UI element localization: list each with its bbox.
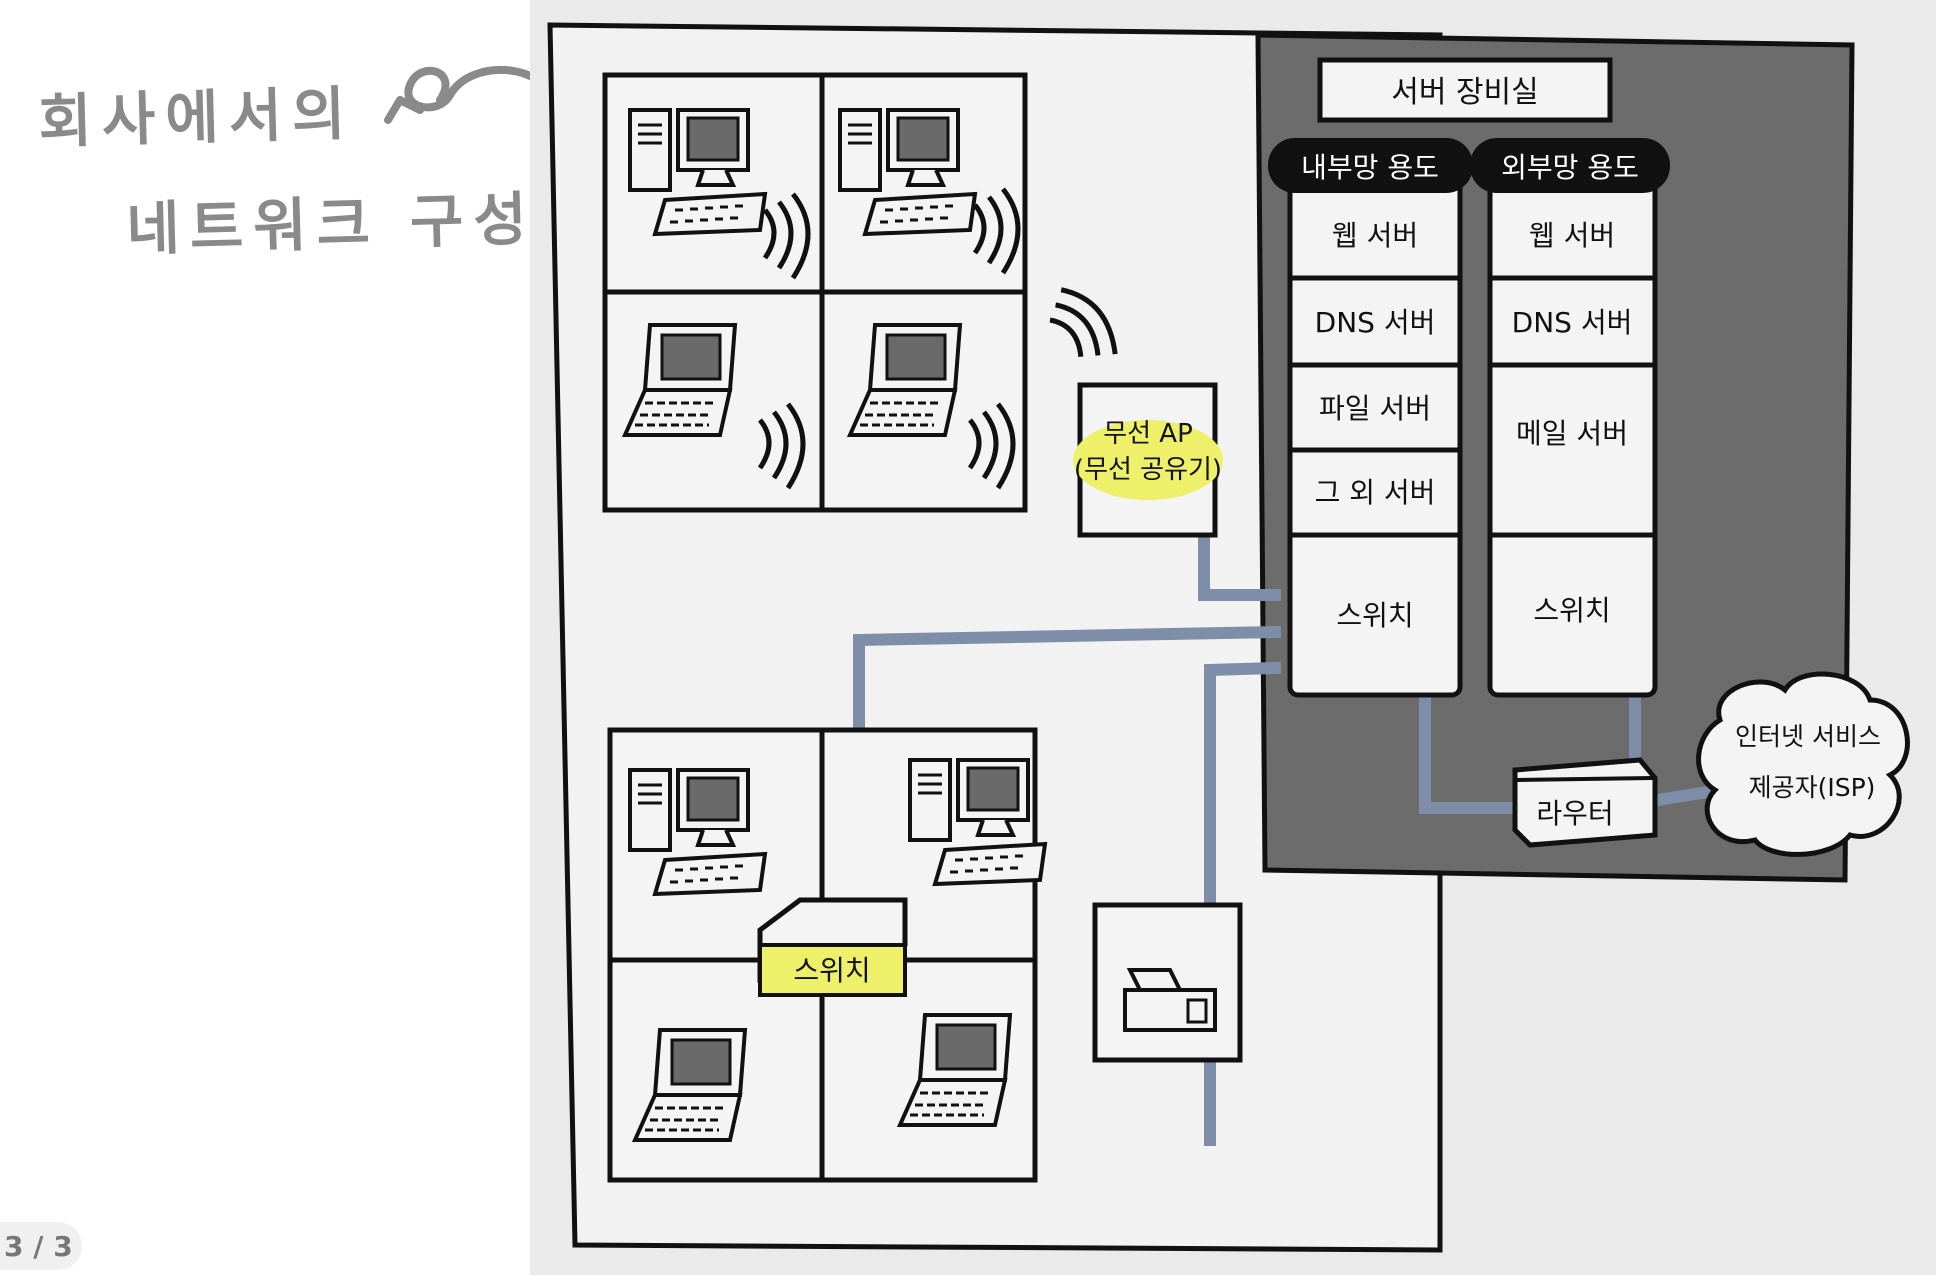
wireless-ap-sublabel: (무선 공유기) <box>1074 455 1222 485</box>
external-item: DNS 서버 <box>1512 306 1633 339</box>
internal-header-pill <box>1268 138 1473 193</box>
page-counter: 3 / 3 <box>0 1222 82 1270</box>
note-line-1: 회사에서의 <box>37 79 357 156</box>
internal-switch-label: 스위치 <box>1336 599 1413 632</box>
isp-sublabel: 제공자(ISP) <box>1749 773 1876 802</box>
diagram-photo: 무선 AP (무선 공유기) 서버 장비실 내부망 용도 웹 서버 DNS 서버… <box>530 0 1936 1275</box>
floor-switch-label: 스위치 <box>793 954 870 987</box>
external-item: 메일 서버 <box>1516 417 1628 450</box>
network-diagram: 무선 AP (무선 공유기) 서버 장비실 내부망 용도 웹 서버 DNS 서버… <box>530 0 1936 1275</box>
server-room-title: 서버 장비실 <box>1391 75 1539 110</box>
isp-label: 인터넷 서비스 <box>1735 722 1881 751</box>
internal-item: 파일 서버 <box>1319 392 1431 425</box>
router-label: 라우터 <box>1536 797 1613 830</box>
external-item: 웹 서버 <box>1529 219 1615 252</box>
external-switch-label: 스위치 <box>1533 594 1610 627</box>
wireless-ap-label: 무선 AP <box>1103 419 1193 449</box>
external-header-pill <box>1470 138 1670 193</box>
server-room-title-box <box>1317 57 1613 123</box>
isp-cloud <box>1696 671 1910 857</box>
internal-header: 내부망 용도 <box>1301 151 1439 184</box>
internal-item: 웹 서버 <box>1332 219 1418 252</box>
note-line-2: 네트워크 구성 <box>125 184 538 264</box>
curved-arrow-icon <box>384 65 564 124</box>
internal-item: 그 외 서버 <box>1315 476 1436 509</box>
external-header: 외부망 용도 <box>1501 151 1639 184</box>
internal-item: DNS 서버 <box>1315 306 1436 339</box>
